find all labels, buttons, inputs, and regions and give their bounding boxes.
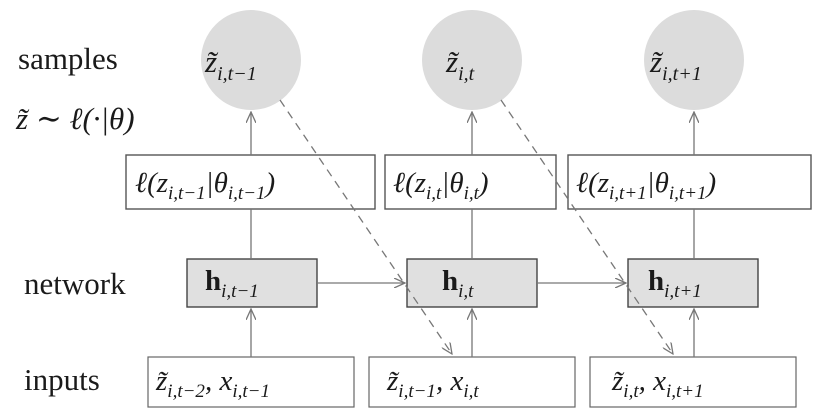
likelihood-label-t-minus-1: ℓ(zi,t−1|θi,t−1) xyxy=(135,167,275,204)
likelihood-label-t: ℓ(zi,t|θi,t) xyxy=(393,167,489,204)
sample-label-t-minus-1: z̃i,t−1 xyxy=(204,44,257,85)
sample-node-t xyxy=(422,10,522,110)
hidden-state-box-t xyxy=(406,258,538,308)
sample-node-t-plus-1 xyxy=(644,10,744,110)
sample-feedback-arrow-2 xyxy=(500,99,673,354)
input-box-t xyxy=(368,356,576,408)
hidden-state-label-t: hi,t xyxy=(442,265,474,302)
likelihood-box-t xyxy=(384,154,557,210)
distribution-label: z̃ ∼ ℓ(·|θ) xyxy=(15,101,135,136)
sample-feedback-arrow-1 xyxy=(279,99,452,354)
input-label-t: z̃i,t−1, xi,t xyxy=(386,365,479,402)
likelihood-box-t-plus-1 xyxy=(567,154,812,210)
sample-label-t-plus-1: z̃i,t+1 xyxy=(649,44,702,85)
input-label-t-minus-1: z̃i,t−2, xi,t−1 xyxy=(155,365,270,402)
likelihood-label-t-plus-1: ℓ(zi,t+1|θi,t+1) xyxy=(576,167,716,204)
input-label-t-plus-1: z̃i,t, xi,t+1 xyxy=(611,365,704,402)
hidden-state-box-t-plus-1 xyxy=(627,258,759,308)
samples-row-label: samples xyxy=(18,41,118,76)
hidden-state-label-t-plus-1: hi,t+1 xyxy=(648,265,702,302)
input-box-t-minus-1 xyxy=(147,356,355,408)
sample-label-t: z̃i,t xyxy=(445,44,475,85)
sample-node-t-minus-1 xyxy=(201,10,301,110)
inputs-row-label: inputs xyxy=(24,362,100,397)
hidden-state-label-t-minus-1: hi,t−1 xyxy=(205,265,259,302)
input-box-t-plus-1 xyxy=(589,356,797,408)
hidden-state-box-t-minus-1 xyxy=(186,258,318,308)
network-row-label: network xyxy=(24,266,126,301)
